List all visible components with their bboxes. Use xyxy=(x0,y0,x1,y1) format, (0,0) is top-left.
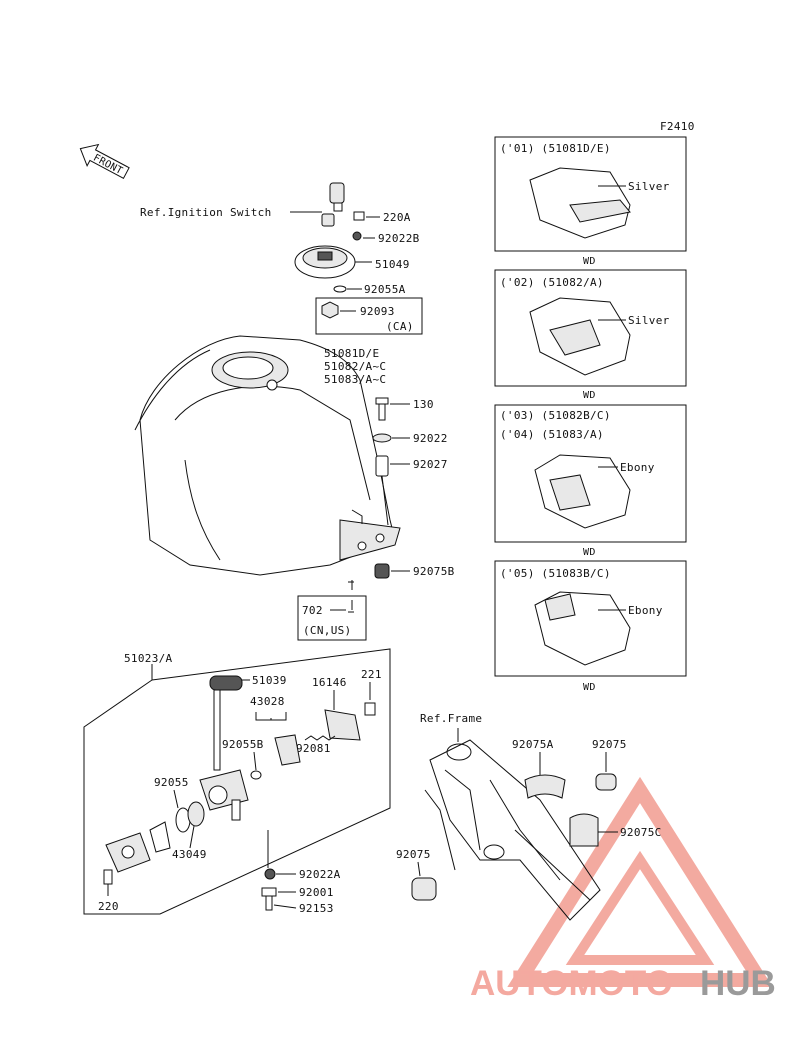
svg-text:92001: 92001 xyxy=(299,886,334,899)
svg-text:(CA): (CA) xyxy=(386,320,414,333)
svg-text:43049: 43049 xyxy=(172,848,207,861)
svg-text:51083/A~C: 51083/A~C xyxy=(324,373,386,386)
svg-text:WD: WD xyxy=(583,256,596,267)
bolt-130-part xyxy=(375,397,389,421)
svg-text:130: 130 xyxy=(413,398,434,411)
svg-text:('05) (51083B/C): ('05) (51083B/C) xyxy=(500,567,611,580)
svg-text:Ebony: Ebony xyxy=(620,461,655,474)
svg-text:92055B: 92055B xyxy=(222,738,264,751)
watermark-logo xyxy=(507,776,773,987)
screw-220-part xyxy=(103,869,113,885)
svg-text:AUTOMOTO: AUTOMOTO xyxy=(470,964,673,1003)
damper-92075-bottom-part xyxy=(411,877,437,901)
damper-92075A-part xyxy=(524,774,566,799)
diaphragm-part xyxy=(274,734,301,766)
variant-box-03-04: ('03) (51082B/C) ('04) (51083/A) Ebony W… xyxy=(494,404,687,558)
svg-text:221: 221 xyxy=(361,668,382,681)
strainer-51039-part xyxy=(209,675,243,691)
fuel-valve-part xyxy=(199,689,249,821)
svg-text:WD: WD xyxy=(583,682,596,693)
svg-text:92022A: 92022A xyxy=(299,868,341,881)
fuel-tank-part xyxy=(134,335,401,576)
svg-text:92022: 92022 xyxy=(413,432,448,445)
ignition-key-part xyxy=(321,182,345,227)
svg-text:92081: 92081 xyxy=(296,742,331,755)
variant-box-05: ('05) (51083B/C) Ebony WD xyxy=(494,560,687,693)
svg-text:92075B: 92075B xyxy=(413,565,455,578)
svg-text:('03) (51082B/C): ('03) (51082B/C) xyxy=(500,409,611,422)
box-702 xyxy=(297,595,367,641)
svg-text:92055A: 92055A xyxy=(364,283,406,296)
lever-43049-part xyxy=(187,801,205,827)
fuel-cock-group-outline xyxy=(83,648,391,915)
figure-code: F2410 xyxy=(660,120,695,133)
svg-text:92153: 92153 xyxy=(299,902,334,915)
svg-text:92075A: 92075A xyxy=(512,738,554,751)
svg-text:92027: 92027 xyxy=(413,458,448,471)
fuel-cap-part xyxy=(294,245,356,279)
svg-text:('04) (51083/A): ('04) (51083/A) xyxy=(500,428,604,441)
svg-text:Silver: Silver xyxy=(628,180,670,193)
svg-text:51049: 51049 xyxy=(375,258,410,271)
svg-text:('01) (51081D/E): ('01) (51081D/E) xyxy=(500,142,611,155)
collar-92027-part xyxy=(375,455,389,477)
svg-text:51081D/E: 51081D/E xyxy=(324,347,379,360)
svg-text:(CN,US): (CN,US) xyxy=(303,624,351,637)
grommet-92093-part xyxy=(321,301,339,319)
svg-text:WD: WD xyxy=(583,390,596,401)
variant-box-01: ('01) (51081D/E) Silver WD xyxy=(494,136,687,267)
damper-92075-top-part xyxy=(595,773,617,791)
plate-part xyxy=(149,821,171,853)
svg-text:Silver: Silver xyxy=(628,314,670,327)
plate-16146-part xyxy=(324,709,361,741)
svg-text:92022B: 92022B xyxy=(378,232,420,245)
spring-92081-part xyxy=(304,735,336,741)
svg-text:92075C: 92075C xyxy=(620,826,662,839)
svg-text:16146: 16146 xyxy=(312,676,347,689)
svg-text:HUB: HUB xyxy=(700,964,776,1003)
svg-text:51023/A: 51023/A xyxy=(124,652,173,665)
svg-text:92093: 92093 xyxy=(360,305,395,318)
washer-92022A-part xyxy=(264,868,276,880)
bolt-92001-part xyxy=(261,887,277,897)
svg-text:43028: 43028 xyxy=(250,695,285,708)
svg-text:702: 702 xyxy=(302,604,323,617)
svg-text:51082/A~C: 51082/A~C xyxy=(324,360,386,373)
screw-221-part xyxy=(364,702,376,716)
svg-text:WD: WD xyxy=(583,547,596,558)
oring-92055B-part xyxy=(250,770,262,780)
svg-text:Ebony: Ebony xyxy=(628,604,663,617)
ref-frame-label: Ref.Frame xyxy=(420,712,482,725)
bolt-220A-part xyxy=(353,211,365,221)
watermark-text: AUTOMOTO HUB xyxy=(470,964,776,1003)
damper-92075C-part xyxy=(569,813,599,847)
svg-text:220: 220 xyxy=(98,900,119,913)
variant-box-02: ('02) (51082/A) Silver WD xyxy=(494,269,687,401)
frame-part xyxy=(424,739,601,921)
svg-text:51039: 51039 xyxy=(252,674,287,687)
gasket-92055A-part xyxy=(333,285,347,293)
svg-text:92055: 92055 xyxy=(154,776,189,789)
box-92093 xyxy=(315,297,423,335)
washer-92022B-part xyxy=(352,231,362,241)
svg-text:('02) (51082/A): ('02) (51082/A) xyxy=(500,276,604,289)
svg-text:92075: 92075 xyxy=(396,848,431,861)
ref-ignition-label: Ref.Ignition Switch xyxy=(140,206,272,219)
damper-92075B-part xyxy=(374,563,390,579)
svg-text:92075: 92075 xyxy=(592,738,627,751)
svg-text:220A: 220A xyxy=(383,211,411,224)
washer-92022-part xyxy=(372,433,392,443)
front-arrow-icon: FRONT xyxy=(79,143,130,179)
